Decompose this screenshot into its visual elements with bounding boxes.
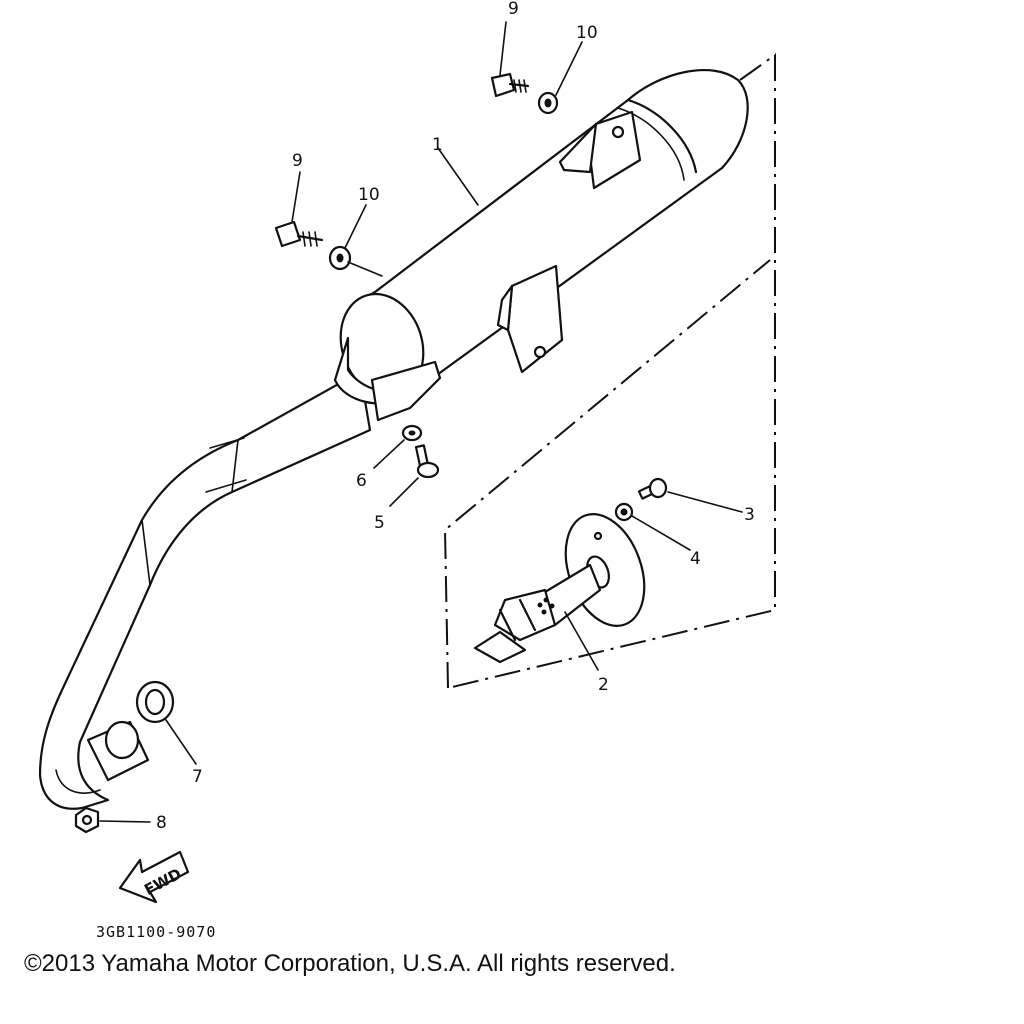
- bolt-9-lower: [274, 220, 324, 248]
- fwd-arrow: FWD: [118, 850, 190, 904]
- callout-10-upper: 10: [576, 23, 598, 43]
- callout-6: 6: [356, 471, 367, 491]
- callout-9-lower: 9: [292, 151, 303, 171]
- callout-2: 2: [598, 675, 609, 695]
- assembly-boundary: [443, 53, 776, 689]
- callout-1: 1: [432, 135, 443, 155]
- spark-arrestor-assembly: [473, 513, 646, 664]
- washer-10-upper: [537, 91, 559, 115]
- bolt-5: [414, 444, 440, 479]
- callout-4: 4: [690, 549, 701, 569]
- callout-3: 3: [744, 505, 755, 525]
- diagram-reference-code: 3GB1100-9070: [96, 923, 216, 941]
- nut: [74, 806, 100, 834]
- washer-10-lower: [328, 245, 352, 271]
- exhaust-pipe: [38, 370, 372, 810]
- callout-9-upper: 9: [508, 0, 519, 19]
- washer-4: [614, 502, 634, 522]
- leader-lines: [99, 21, 743, 823]
- gasket: [135, 680, 175, 724]
- bolt-9-upper: [490, 72, 530, 98]
- muffler-body: [333, 68, 749, 422]
- callout-5: 5: [374, 513, 385, 533]
- copyright-notice: ©2013 Yamaha Motor Corporation, U.S.A. A…: [24, 950, 676, 977]
- callout-8: 8: [156, 813, 167, 833]
- exhaust-flange: [86, 720, 150, 782]
- callout-10-lower: 10: [358, 185, 380, 205]
- rear-mount-bracket: [558, 110, 642, 190]
- callout-7: 7: [192, 767, 203, 787]
- front-mount-bracket: [496, 264, 564, 374]
- screw-3: [637, 477, 668, 500]
- washer-6: [401, 424, 423, 442]
